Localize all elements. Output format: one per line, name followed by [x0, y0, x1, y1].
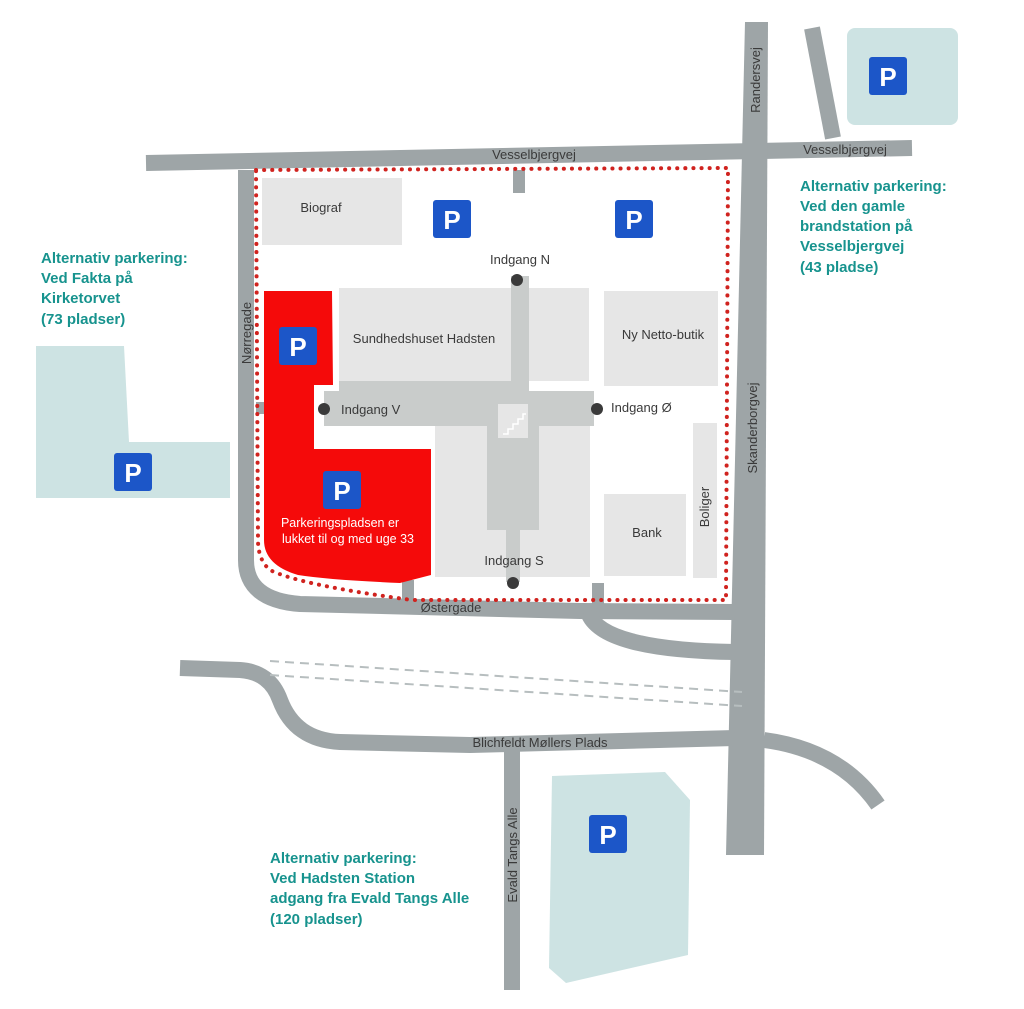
entrance-label-east: Indgang Ø: [611, 400, 672, 415]
svg-text:adgang fra Evald Tangs Alle: adgang fra Evald Tangs Alle: [270, 890, 469, 907]
street-label-randersvej: Randersvej: [748, 47, 763, 113]
svg-text:(43 pladse): (43 pladse): [800, 259, 878, 276]
svg-text:Alternativ parkering:: Alternativ parkering:: [41, 250, 188, 267]
svg-text:brandstation på: brandstation på: [800, 218, 913, 235]
parking-sign: P: [589, 815, 627, 853]
alt-parking-station: Alternativ parkering: Ved Hadsten Statio…: [270, 850, 469, 928]
svg-text:Ved den gamle: Ved den gamle: [800, 198, 905, 215]
svg-text:Ved Fakta på: Ved Fakta på: [41, 270, 133, 287]
parking-sign: P: [869, 57, 907, 95]
closed-notice-line-1: Parkeringspladsen er: [281, 516, 399, 530]
alt-parking-fakta: Alternativ parkering: Ved Fakta på Kirke…: [41, 250, 188, 328]
parking-sign: P: [615, 200, 653, 238]
entrance-label-west: Indgang V: [341, 402, 401, 417]
street-label-ostergade: Østergade: [421, 600, 482, 615]
svg-text:Kirketorvet: Kirketorvet: [41, 290, 120, 307]
svg-text:Ved Hadsten Station: Ved Hadsten Station: [270, 870, 415, 887]
staircase-icon: [503, 413, 526, 435]
building-label-bank: Bank: [632, 525, 662, 540]
svg-text:P: P: [599, 820, 616, 850]
parking-sign: P: [114, 453, 152, 491]
svg-text:P: P: [443, 205, 460, 235]
street-label-blichfeldt: Blichfeldt Møllers Plads: [472, 735, 608, 750]
svg-text:(73 pladser): (73 pladser): [41, 311, 125, 328]
closed-notice-line-2: lukket til og med uge 33: [282, 532, 414, 546]
svg-text:P: P: [625, 205, 642, 235]
street-label-skanderborgvej: Skanderborgvej: [745, 382, 760, 473]
site-boundary: [253, 165, 731, 602]
parking-lot-station: [549, 772, 690, 983]
corridors: [324, 276, 594, 582]
entrance-west-dot: [318, 403, 330, 415]
entrance-north-dot: [511, 274, 523, 286]
svg-text:Alternativ parkering:: Alternativ parkering:: [800, 178, 947, 195]
entrance-east-dot: [591, 403, 603, 415]
parking-signs: P P P P P P P: [114, 57, 907, 853]
street-label-vesselbjergvej-east: Vesselbjergvej: [803, 142, 887, 157]
street-label-norregade: Nørregade: [239, 302, 254, 364]
building-label-boliger: Boliger: [697, 486, 712, 527]
svg-text:Alternativ parkering:: Alternativ parkering:: [270, 850, 417, 867]
staircase: [498, 404, 528, 438]
parking-sign: P: [279, 327, 317, 365]
svg-text:Vesselbjergvej: Vesselbjergvej: [800, 238, 904, 255]
parking-sign: P: [323, 471, 361, 509]
svg-text:P: P: [333, 476, 350, 506]
buildings: [262, 178, 718, 578]
entrance-markers: [318, 274, 603, 589]
alt-parking-brandstation: Alternativ parkering: Ved den gamle bran…: [800, 178, 947, 276]
parking-sign: P: [433, 200, 471, 238]
parking-lot-fakta: [36, 346, 230, 498]
building-label-netto: Ny Netto-butik: [622, 327, 705, 342]
svg-text:(120 pladser): (120 pladser): [270, 911, 363, 928]
entrance-label-north: Indgang N: [490, 252, 550, 267]
road-network: [145, 22, 913, 990]
svg-text:P: P: [289, 332, 306, 362]
street-label-evald: Evald Tangs Alle: [505, 807, 520, 902]
building-label-biograf: Biograf: [300, 200, 342, 215]
building-label-sundhedshuset: Sundhedshuset Hadsten: [353, 331, 495, 346]
svg-text:P: P: [124, 458, 141, 488]
entrance-south-dot: [507, 577, 519, 589]
entrance-label-south: Indgang S: [484, 553, 544, 568]
railway: [269, 660, 743, 707]
svg-text:P: P: [879, 62, 896, 92]
street-label-vesselbjergvej: Vesselbjergvej: [492, 147, 576, 162]
